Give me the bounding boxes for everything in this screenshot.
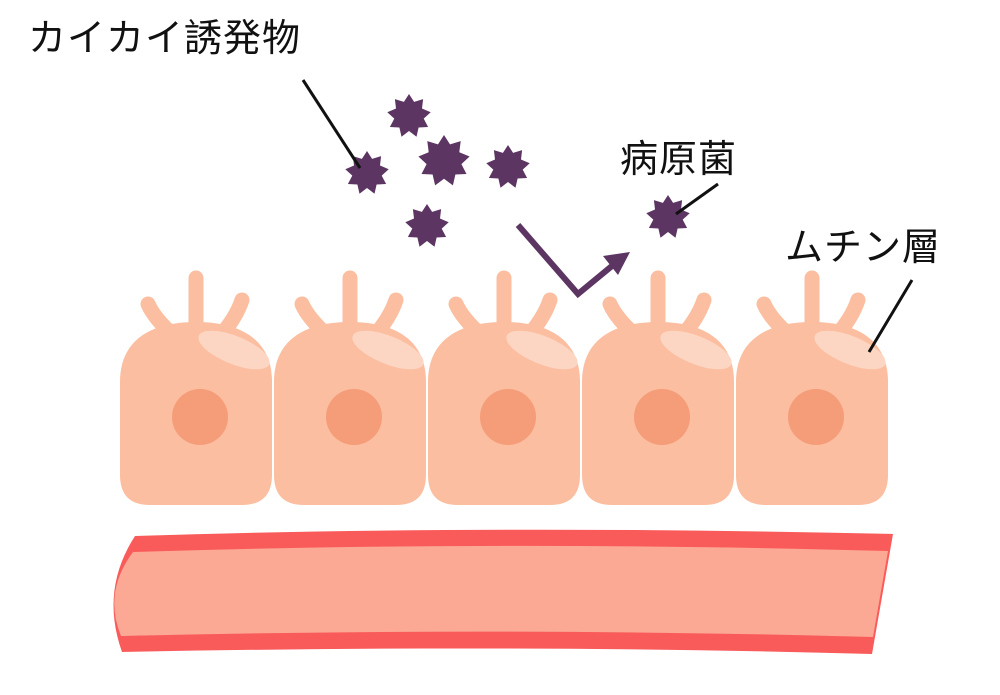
itch-inducer-label: カイカイ誘発物 [28,16,302,60]
pathogen-label: 病原菌 [620,137,738,181]
cell-nucleus [326,389,382,445]
cell-highlight [814,330,886,370]
epithelial-cell [736,270,888,505]
itch-inducer-particle [418,135,470,186]
itch-inducer-particle [486,145,530,188]
cell-nucleus [788,389,844,445]
cell-nucleus [480,389,536,445]
epithelial-cell [428,270,580,505]
deflection-arrow [515,223,630,299]
epithelial-cell-row [120,270,888,505]
pathogen-particle [646,195,690,238]
cell-highlight [198,330,270,370]
epithelial-cell [582,270,734,505]
mucin-layer-leader-line [867,279,914,353]
cell-nucleus [172,389,228,445]
epithelial-cell [274,270,426,505]
itch-inducer-leader-line [301,79,362,169]
cell-highlight [660,330,732,370]
arrow-shaft [515,223,620,299]
pathogen-leader-line [675,182,719,216]
itch-inducer-particle [387,94,431,137]
mucin-layer-label: ムチン層 [785,225,942,269]
cell-highlight [352,330,424,370]
arrow-head [603,252,630,275]
leader-lines [301,79,914,353]
blood-vessel [113,529,893,654]
particle-group [345,94,690,247]
cell-highlight [506,330,578,370]
vessel-lumen [114,545,888,637]
itch-inducer-particle [405,204,449,247]
cell-nucleus [634,389,690,445]
epithelial-cell [120,270,272,505]
